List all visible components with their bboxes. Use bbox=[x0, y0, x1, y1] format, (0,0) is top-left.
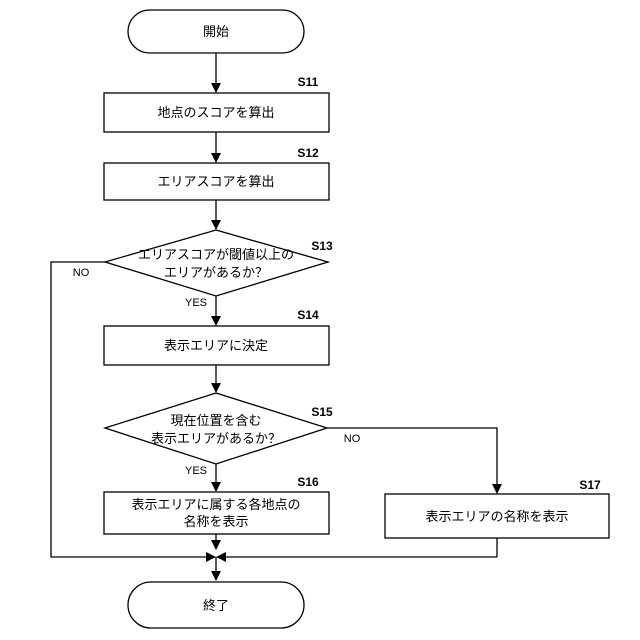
s15-yes-label: YES bbox=[185, 465, 207, 477]
arrowhead-down bbox=[211, 383, 221, 393]
arrowhead-down bbox=[211, 540, 221, 550]
decision-s13-line1: エリアスコアが閾値以上の bbox=[138, 247, 294, 263]
arrowhead-down bbox=[211, 482, 221, 492]
decision-s15-line1: 現在位置を含む bbox=[170, 413, 261, 429]
process-s14-label: 表示エリアに決定 bbox=[164, 339, 268, 354]
s13-yes-label: YES bbox=[185, 297, 207, 309]
arrowhead-right bbox=[206, 552, 216, 562]
process-s17-label: 表示エリアの名称を表示 bbox=[425, 509, 568, 525]
end-label: 終了 bbox=[203, 598, 229, 614]
s13-no-label: NO bbox=[73, 267, 90, 279]
arrowhead-down bbox=[211, 220, 221, 230]
s15-no-label: NO bbox=[344, 433, 361, 445]
arrowhead-down bbox=[211, 83, 221, 93]
arrowhead-left bbox=[216, 552, 226, 562]
process-s11-label: 地点のスコアを算出 bbox=[157, 106, 274, 121]
step-s14: S14 bbox=[297, 308, 319, 322]
start-label: 開始 bbox=[203, 25, 229, 40]
arrowhead-down bbox=[492, 484, 502, 494]
decision-s13 bbox=[105, 230, 328, 296]
decision-s13-line2: エリアがあるか？ bbox=[164, 266, 268, 281]
step-s16: S16 bbox=[297, 475, 319, 489]
process-s16-line2: 名称を表示 bbox=[183, 514, 248, 530]
step-s17: S17 bbox=[579, 478, 601, 492]
arrowhead-down bbox=[211, 153, 221, 163]
arrowhead-down bbox=[211, 571, 221, 581]
process-s12-label: エリアスコアを算出 bbox=[157, 175, 274, 190]
process-s16-line1: 表示エリアに属する各地点の bbox=[131, 497, 300, 513]
step-s11: S11 bbox=[298, 75, 319, 89]
step-s12: S12 bbox=[297, 146, 319, 160]
step-s15: S15 bbox=[311, 405, 333, 419]
arrowhead-down bbox=[211, 316, 221, 326]
decision-s15-line2: 表示エリアがあるか？ bbox=[151, 432, 281, 447]
step-s13: S13 bbox=[311, 239, 333, 253]
